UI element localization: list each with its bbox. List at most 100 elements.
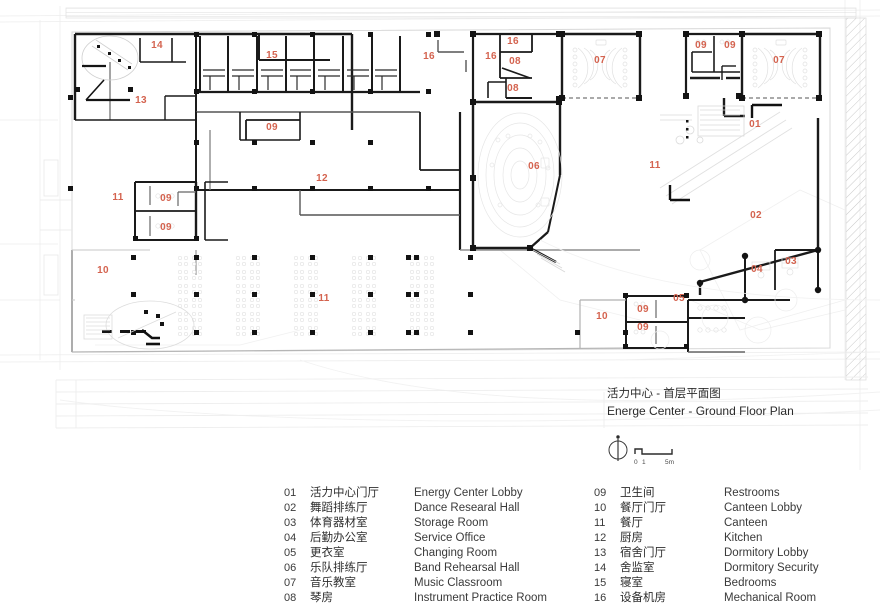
legend-label-chinese: 活力中心门厅: [310, 487, 379, 499]
legend-number: 02: [284, 502, 297, 514]
legend-label-english: Kitchen: [724, 532, 763, 544]
legend-number: 10: [594, 502, 607, 514]
legend-label-english: Band Rehearsal Hall: [414, 562, 520, 574]
service-office-04: [744, 250, 790, 301]
legend-row: 16 设备机房 Mechanical Room: [594, 591, 819, 606]
legend-row: 12 厨房 Kitchen: [594, 531, 819, 546]
practice-rooms: [437, 32, 560, 102]
legend-label-chinese: 寝室: [620, 577, 643, 589]
legend-number: 08: [284, 592, 297, 604]
scale-label-1: 1: [642, 459, 646, 466]
legend-number: 13: [594, 547, 607, 559]
legend-label-english: Canteen Lobby: [724, 502, 803, 514]
legend-label-english: Mechanical Room: [724, 592, 817, 604]
columns-canteen: [131, 255, 473, 335]
music-classroom-west: [560, 32, 642, 99]
kitchen-block: [195, 112, 462, 250]
east-boundary-hatch: [845, 17, 867, 381]
restroom-north: [245, 119, 300, 140]
legend-number: 14: [594, 562, 607, 574]
lobby-stair: [660, 105, 745, 145]
storage-room-03: [775, 249, 819, 290]
energy-center-lobby: [722, 98, 745, 118]
legend-label-english: Dormitory Security: [724, 562, 819, 574]
north-boundary-hatch: [65, 7, 857, 19]
north-arrow-and-scale-bar: 0 1 5m: [606, 432, 716, 468]
legend-label-english: Dormitory Lobby: [724, 547, 809, 559]
scale-label-0: 0: [634, 459, 638, 466]
legend-label-chinese: 卫生间: [620, 487, 655, 499]
north-arrow-icon: [608, 435, 628, 461]
legend-label-english: Music Classroom: [414, 577, 503, 589]
legend-label-chinese: 体育器材室: [310, 517, 368, 529]
legend-label-chinese: 舞蹈排练厅: [310, 502, 368, 514]
legend-label-english: Energy Center Lobby: [414, 487, 523, 499]
restroom-core-north: [684, 32, 740, 96]
classroom-seats-east: [752, 39, 808, 89]
legend-row: 08 琴房 Instrument Practice Room: [284, 591, 547, 606]
legend-label-english: Restrooms: [724, 487, 780, 499]
entry-canopy: [659, 111, 793, 205]
legend-label-chinese: 更衣室: [310, 547, 345, 559]
legend-label-english: Dance Researal Hall: [414, 502, 520, 514]
restroom-west: [134, 181, 228, 241]
legend-label-english: Service Office: [414, 532, 486, 544]
legend-label-english: Changing Room: [414, 547, 498, 559]
legend-number: 12: [594, 532, 607, 544]
plan-title-english: Energe Center - Ground Floor Plan: [607, 404, 794, 418]
legend-number: 16: [594, 592, 607, 604]
legend-row: 14 舍监室 Dormitory Security: [594, 561, 819, 576]
canteen-lobby-south: [579, 299, 626, 348]
legend-row: 02 舞蹈排练厅 Dance Researal Hall: [284, 501, 547, 516]
stair-dormitory: [81, 35, 139, 81]
title-block: 活力中心 - 首层平面图 Energe Center - Ground Floo…: [607, 386, 867, 420]
rehearsal-seating: [477, 112, 563, 238]
changing-room-05: [687, 299, 745, 353]
legend-label-english: Instrument Practice Room: [414, 592, 547, 604]
legend-row: 03 体育器材室 Storage Room: [284, 516, 547, 531]
legend-label-chinese: 音乐教室: [310, 577, 356, 589]
classroom-seats-west: [572, 39, 628, 89]
legend-row: 07 音乐教室 Music Classroom: [284, 576, 547, 591]
legend-label-chinese: 后勤办公室: [310, 532, 368, 544]
canteen-lobby-west: [72, 249, 150, 301]
legend-number: 07: [284, 577, 297, 589]
legend-number: 04: [284, 532, 297, 544]
legend-label-chinese: 餐厅门厅: [620, 502, 666, 514]
legend-row: 09 卫生间 Restrooms: [594, 486, 819, 501]
legend-label-chinese: 设备机房: [620, 592, 666, 604]
dormitory-wing: [73, 32, 420, 130]
restroom-core-south: [625, 295, 688, 349]
legend-number: 09: [594, 487, 607, 499]
west-service-lines: [40, 159, 72, 296]
legend-row: 04 后勤办公室 Service Office: [284, 531, 547, 546]
landscape-trees: [650, 249, 798, 350]
columns-dormitory: [75, 32, 431, 94]
legend-label-chinese: 厨房: [620, 532, 643, 544]
legend-label-chinese: 餐厅: [620, 517, 643, 529]
legend-number: 15: [594, 577, 607, 589]
scale-label-5: 5m: [665, 459, 674, 466]
legend-label-english: Canteen: [724, 517, 768, 529]
stair-canteen-west: [105, 300, 195, 350]
legend-label-chinese: 琴房: [310, 592, 333, 604]
legend-label-english: Storage Room: [414, 517, 489, 529]
legend-row: 05 更衣室 Changing Room: [284, 546, 547, 561]
canteen-hall: [71, 249, 641, 353]
legend-label-chinese: 舍监室: [620, 562, 655, 574]
legend-number: 05: [284, 547, 297, 559]
plan-vector-graphic: [0, 0, 880, 470]
building-envelope: [71, 27, 831, 353]
legend-number: 03: [284, 517, 297, 529]
title-block-rules: [55, 376, 869, 429]
